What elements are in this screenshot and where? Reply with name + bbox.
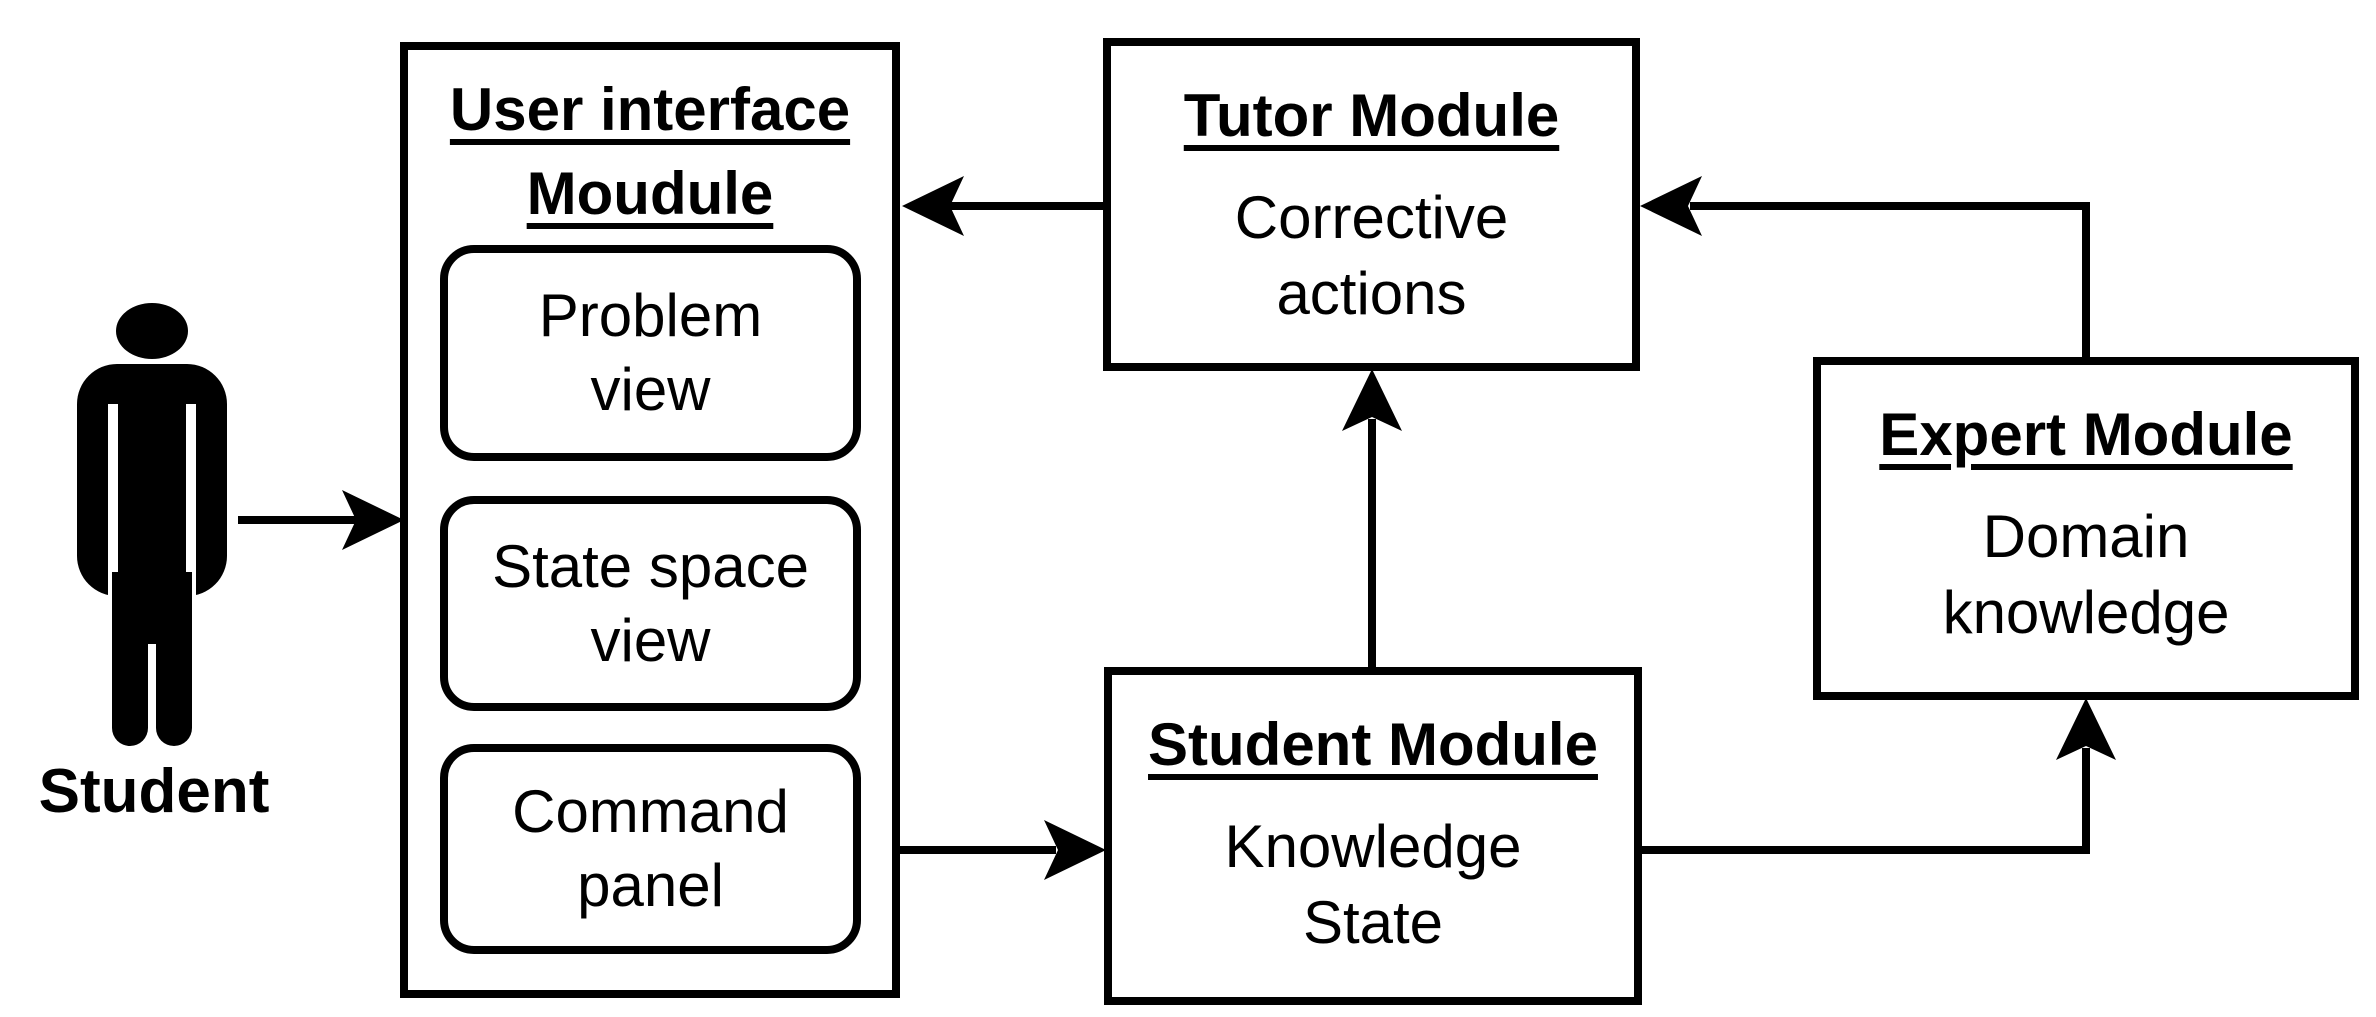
tutor-module-body-line2: actions xyxy=(1276,260,1467,327)
student-module-title: Student Module xyxy=(1148,711,1598,778)
expert-module-box: Expert Module Domain knowledge xyxy=(1813,357,2359,700)
state-space-view-box: State space view xyxy=(440,496,861,711)
command-panel-label-line1: Command xyxy=(512,778,789,845)
ui-module-title-line1: User interface xyxy=(449,76,851,143)
student-module-body-line1: Knowledge xyxy=(1224,813,1522,880)
student-actor-label: Student xyxy=(38,757,270,826)
expert-module-body-line1: Domain xyxy=(1982,503,2190,570)
problem-view-box: Problem view xyxy=(440,245,861,461)
arrow-expert-to-tutor-module xyxy=(1640,176,2090,357)
ui-module-title-line2: Moudule xyxy=(526,160,774,227)
student-person-icon xyxy=(77,303,227,746)
ui-module-title: User interface Moudule xyxy=(450,50,850,236)
tutor-module-box: Tutor Module Corrective actions xyxy=(1103,38,1640,371)
student-module-body-line2: State xyxy=(1302,889,1444,956)
arrow-student-module-to-expert xyxy=(1642,698,2116,854)
student-module-body: Knowledge State xyxy=(1225,809,1522,961)
arrow-ui-to-student-module xyxy=(898,820,1106,880)
arrow-student-module-to-tutor xyxy=(1342,369,1402,667)
command-panel-box: Command panel xyxy=(440,744,861,954)
tutor-module-body-line1: Corrective xyxy=(1234,184,1509,251)
student-module-box: Student Module Knowledge State xyxy=(1104,667,1642,1005)
state-space-view-label-line1: State space xyxy=(492,532,809,600)
arrow-student-to-ui-module xyxy=(238,490,404,550)
state-space-view-label-line2: view xyxy=(590,606,711,674)
tutor-module-title: Tutor Module xyxy=(1183,82,1560,149)
expert-module-title: Expert Module xyxy=(1879,401,2293,468)
arrow-tutor-to-ui-module xyxy=(902,176,1103,236)
expert-module-body: Domain knowledge xyxy=(1943,499,2230,651)
problem-view-label-line2: view xyxy=(590,356,711,423)
expert-module-body-line2: knowledge xyxy=(1942,579,2230,646)
tutor-module-body: Corrective actions xyxy=(1235,180,1508,332)
ui-module-box: User interface Moudule Problem view Stat… xyxy=(400,42,900,998)
command-panel-label-line2: panel xyxy=(577,852,724,919)
problem-view-label-line1: Problem xyxy=(538,282,763,349)
